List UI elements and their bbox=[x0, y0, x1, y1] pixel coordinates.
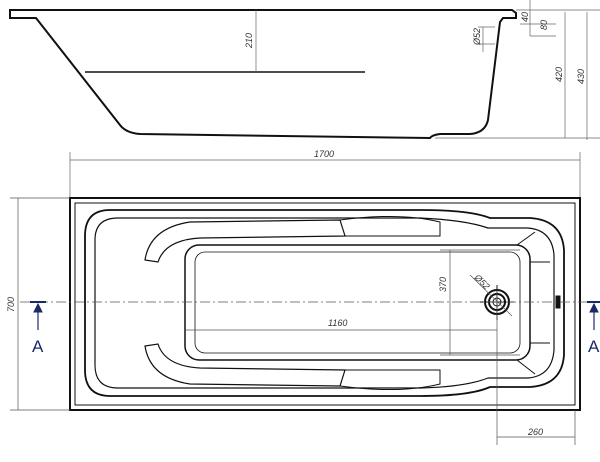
dim-length: 1700 bbox=[314, 149, 334, 159]
plan-dimension-lines bbox=[10, 197, 600, 445]
tub-outer-edge bbox=[69, 197, 581, 411]
dim-height-total: 430 bbox=[576, 69, 586, 84]
section-label-left: A bbox=[32, 337, 44, 356]
dim-drain-diameter: Ø52 bbox=[472, 272, 492, 292]
backrest-left-bottom bbox=[144, 343, 346, 387]
armrest-bottom bbox=[339, 369, 441, 391]
dim-overflow-diameter: Ø52 bbox=[472, 28, 482, 46]
section-marker-left bbox=[30, 301, 46, 330]
section-label-right: A bbox=[588, 337, 600, 356]
tub-basin-outline bbox=[84, 209, 565, 397]
side-dimension-lines bbox=[69, 0, 600, 198]
side-view bbox=[9, 9, 517, 140]
plan-view bbox=[69, 197, 581, 411]
side-profile-outline bbox=[9, 9, 517, 140]
tub-bottom bbox=[184, 244, 531, 361]
dim-drain-span: 370 bbox=[438, 277, 448, 292]
armrest-top bbox=[339, 215, 441, 237]
dim-overflow-offset: 80 bbox=[539, 20, 549, 30]
backrest-left-top bbox=[144, 219, 346, 263]
dim-bottom-length: 1160 bbox=[328, 318, 347, 328]
tub-rim-inner bbox=[74, 202, 576, 406]
tub-bottom-inner bbox=[194, 251, 521, 354]
tub-basin-inner bbox=[94, 217, 555, 389]
dim-rim-top: 40 bbox=[520, 12, 530, 22]
dim-depth-inner: 210 bbox=[244, 33, 254, 49]
dim-width: 700 bbox=[6, 297, 16, 312]
dim-drain-offset: 260 bbox=[527, 427, 543, 437]
dim-height-inner: 420 bbox=[554, 67, 564, 82]
section-marker-right bbox=[587, 301, 600, 330]
headrest-segments bbox=[516, 231, 550, 375]
